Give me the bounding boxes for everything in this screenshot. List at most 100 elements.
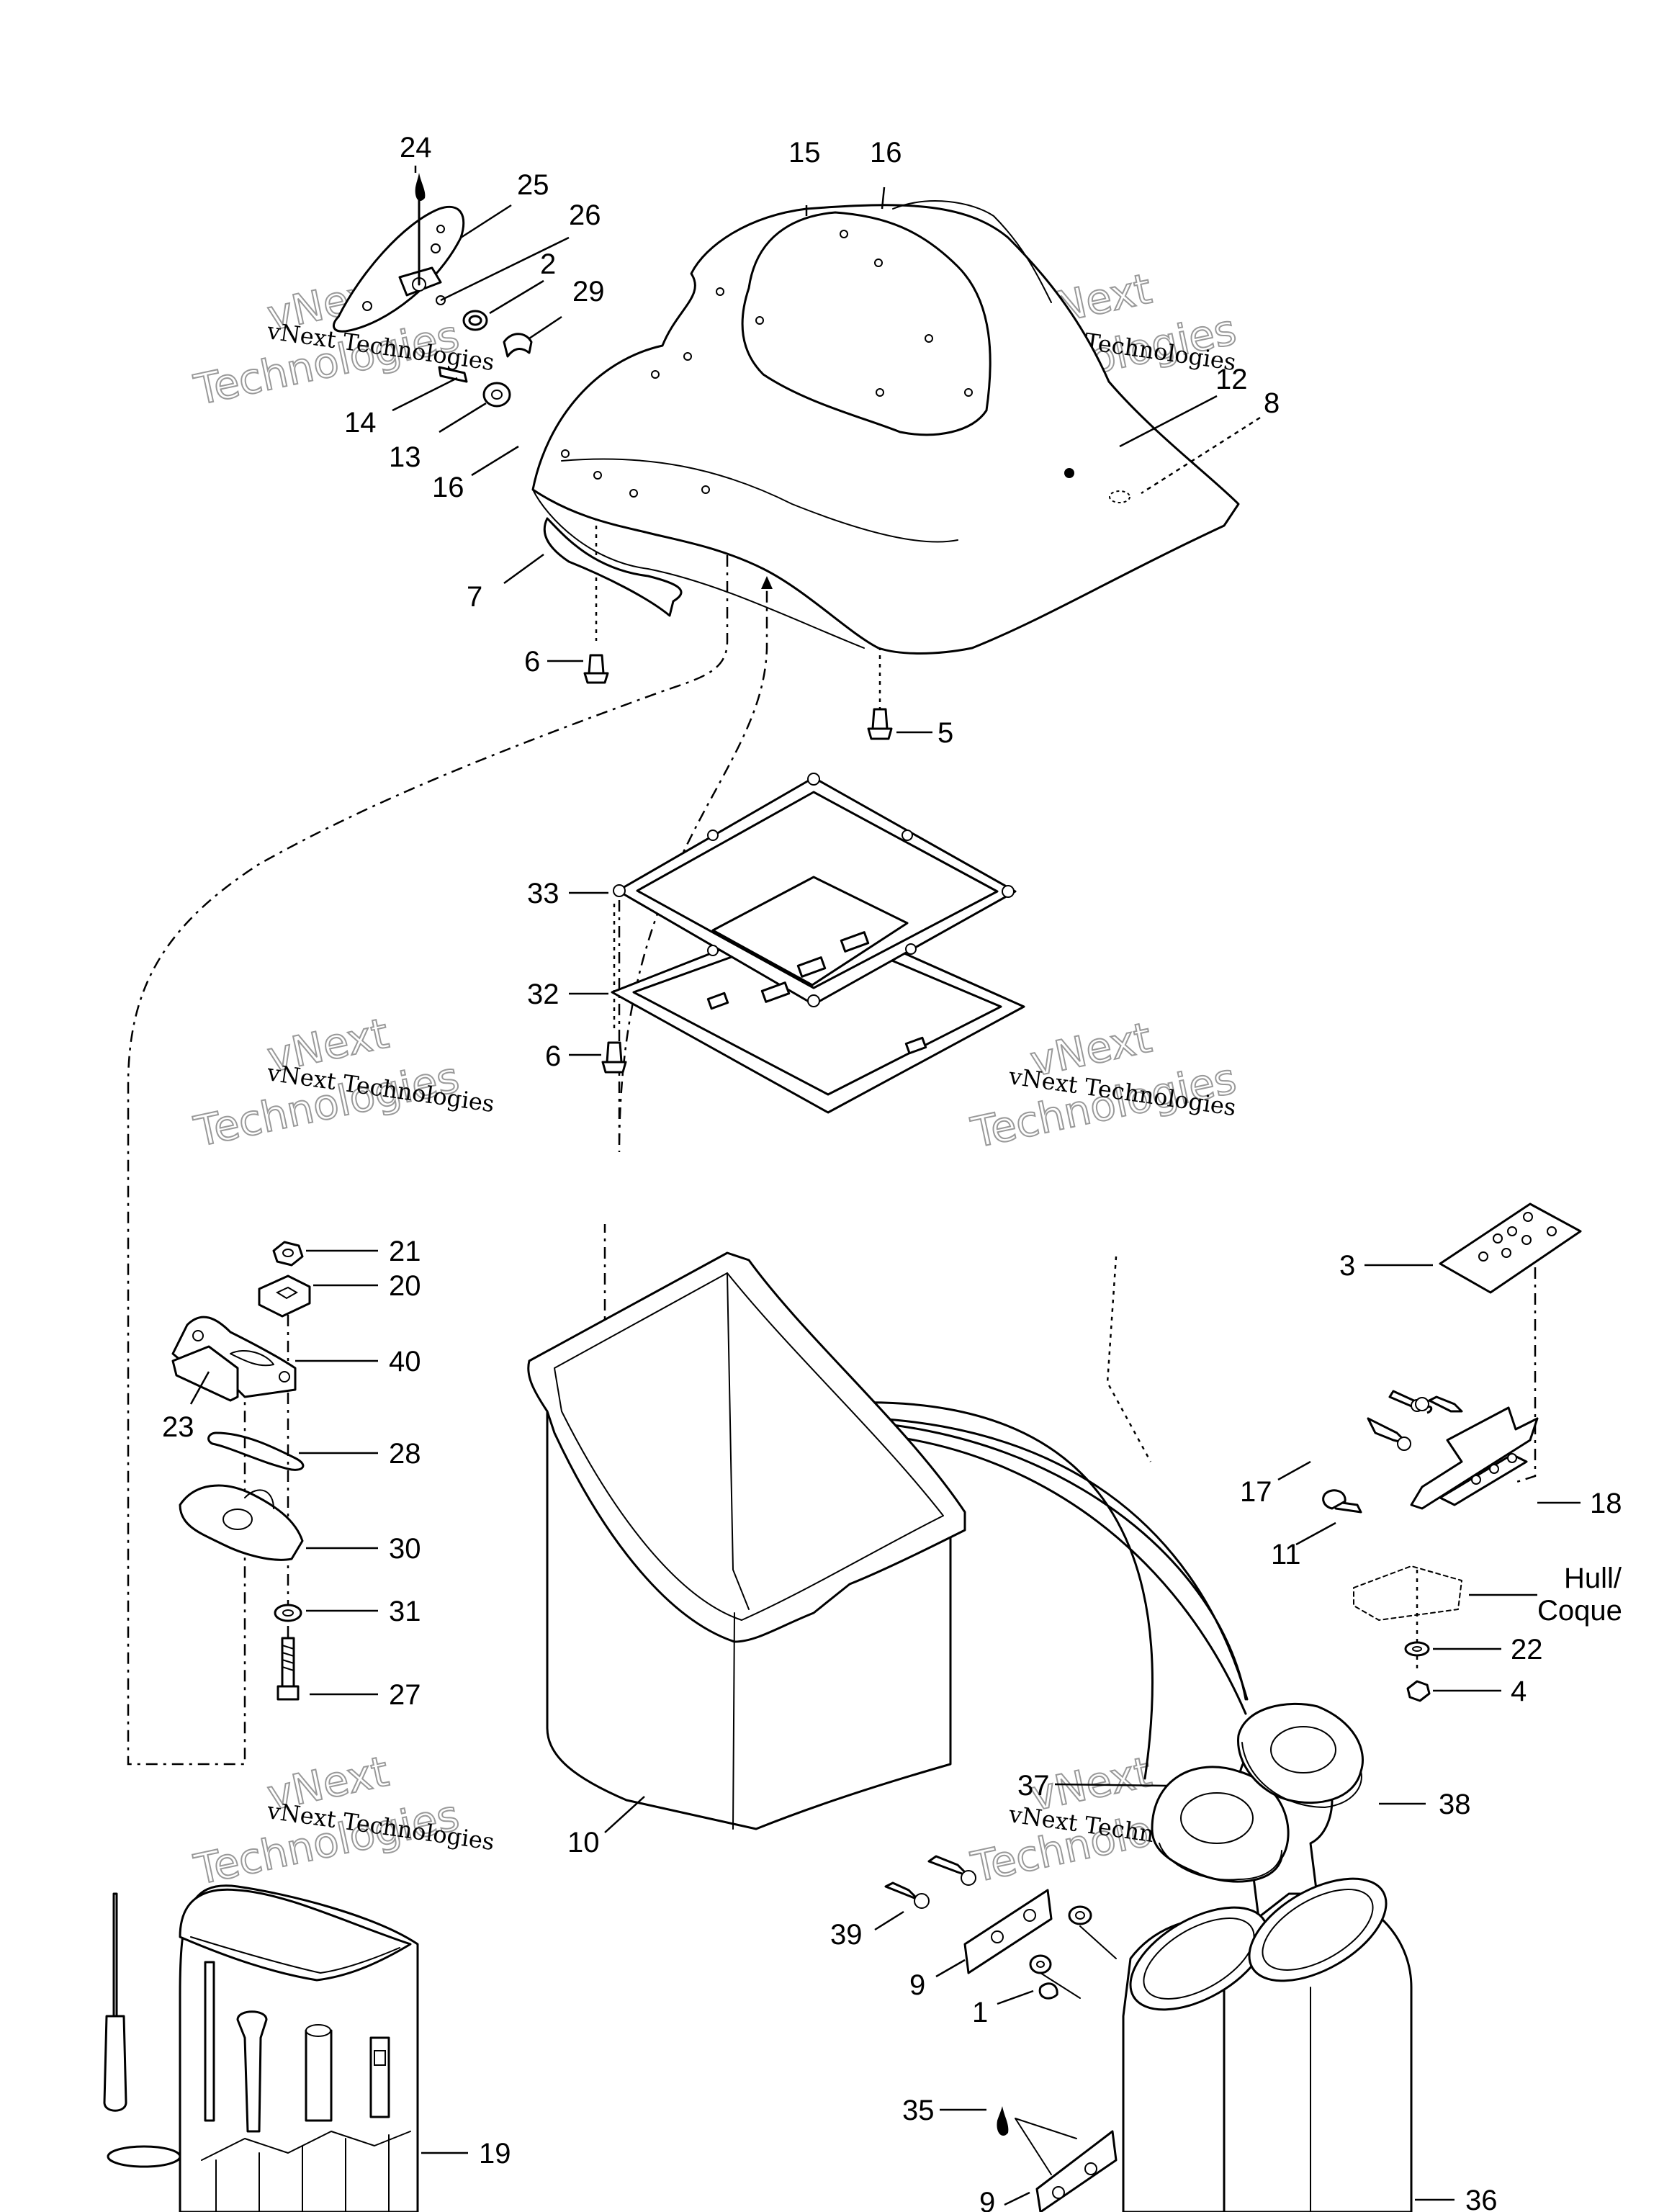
- callout-12: 12: [1215, 364, 1248, 395]
- tool-pouch-flap-stitch: [190, 1936, 400, 1974]
- screwdriver-handle: [103, 2015, 127, 2112]
- hull-label-line1: Hull/: [1564, 1563, 1622, 1594]
- callout-2: 2: [540, 248, 556, 280]
- leader-lines: [189, 166, 1581, 2206]
- hinge-18-knuckle: [1439, 1453, 1528, 1506]
- latch-plate-hole: [279, 1371, 290, 1382]
- hinge-assembly: [1322, 1202, 1582, 1702]
- socket-wrench-top: [305, 2024, 331, 2037]
- plate-9-hole: [991, 1930, 1004, 1943]
- seat-hole: [561, 449, 570, 458]
- tool-slot: [204, 1961, 215, 2122]
- screw-6-bottom: [601, 1041, 627, 1074]
- callout-9a: 9: [909, 1969, 925, 2001]
- seat-lock-parts: [333, 173, 533, 408]
- callout-36: 36: [1465, 2185, 1498, 2212]
- callout-28: 28: [389, 1438, 421, 1470]
- seat-hole: [716, 287, 724, 296]
- leader-7: [503, 553, 544, 585]
- washer-22-hole: [1412, 1646, 1422, 1652]
- callout-1: 1: [972, 1997, 988, 2028]
- leader-39: [874, 1910, 904, 1931]
- gasket-32-tab: [706, 992, 729, 1010]
- tool-pouch-seams: [215, 2134, 390, 2212]
- screw-6-top: [583, 654, 609, 684]
- callout-15: 15: [788, 137, 821, 168]
- screw-11-head: [1322, 1489, 1346, 1510]
- leader-1: [997, 1990, 1034, 2005]
- seat-hole: [593, 471, 602, 480]
- leader-9a: [935, 1959, 966, 1978]
- seat-hole: [876, 388, 884, 397]
- callout-35: 35: [902, 2095, 935, 2126]
- washer-1: [1038, 1982, 1058, 2000]
- callout-16a: 16: [432, 472, 464, 503]
- gasket-hole: [707, 945, 719, 956]
- seat-hole: [683, 352, 692, 361]
- callout-21: 21: [389, 1236, 421, 1267]
- hinge-plate-hole: [1521, 1235, 1532, 1245]
- nut-4: [1406, 1680, 1431, 1702]
- gasket-assembly: [611, 773, 1025, 1114]
- callout-37: 37: [1017, 1770, 1050, 1802]
- seat-cushion: [531, 204, 1240, 655]
- rivet-39-a-head: [914, 1893, 930, 1909]
- callout-10: 10: [567, 1827, 600, 1858]
- callout-6a: 6: [524, 646, 540, 678]
- callout-40: 40: [389, 1346, 421, 1377]
- leader-14: [392, 377, 458, 412]
- leader-9b: [1004, 2191, 1030, 2206]
- leader-23: [189, 1371, 210, 1405]
- cup-holder-inner-left: [1143, 1917, 1255, 2000]
- cup-holder-assembly: [884, 1702, 1413, 2212]
- seat-contour-line: [561, 458, 958, 543]
- gasket-33-center-frame: [711, 876, 909, 986]
- bushing-hole: [468, 315, 482, 326]
- hinge-18: [1410, 1406, 1539, 1510]
- callout-20: 20: [389, 1270, 421, 1302]
- screwdriver-shaft: [112, 1892, 118, 2018]
- callout-17: 17: [1240, 1476, 1272, 1508]
- seat-hole: [964, 388, 973, 397]
- gasket-hole: [807, 994, 820, 1007]
- leader-13: [439, 402, 487, 433]
- gasket-33-tab: [840, 931, 870, 953]
- leader-37: [1054, 1783, 1167, 1787]
- hose-line-3: [762, 1401, 1154, 1780]
- tool-pouch-flap: [179, 1888, 412, 1982]
- seat-trim-strip: [543, 517, 683, 617]
- leader-11: [1295, 1521, 1336, 1546]
- callout-11: 11: [1271, 1539, 1301, 1570]
- plate-9-bottom-hole: [1084, 2162, 1097, 2175]
- cap-37-edge: [1159, 1843, 1282, 1881]
- storage-bin-edge: [732, 1612, 735, 1830]
- hinge-plate-hole: [1478, 1251, 1488, 1262]
- callout-19: 19: [479, 2138, 511, 2170]
- gasket-hole: [902, 830, 913, 841]
- cap-38-opening: [1270, 1726, 1336, 1773]
- hinge-plate-3: [1439, 1202, 1582, 1294]
- storage-bin-inner-rim: [554, 1272, 944, 1621]
- socket-wrench: [305, 2029, 333, 2122]
- leader-26: [440, 236, 570, 302]
- tool-kit: [103, 1884, 419, 2212]
- seat-hole: [925, 334, 933, 343]
- callout-9b: 9: [979, 2187, 995, 2212]
- leader-16b: [881, 186, 886, 210]
- callout-7: 7: [467, 581, 482, 613]
- rivet-17-c-head: [1415, 1397, 1429, 1411]
- callout-38: 38: [1439, 1789, 1471, 1820]
- callout-5: 5: [938, 717, 953, 749]
- seat-upper-panel: [741, 211, 992, 436]
- wrench: [236, 2010, 268, 2133]
- rivet-17-b-head: [1397, 1437, 1411, 1451]
- clip: [503, 333, 533, 358]
- seat-marker-dot: [1064, 468, 1074, 478]
- gasket-hole: [707, 830, 719, 841]
- latch-hook: [171, 1345, 239, 1402]
- callout-6b: 6: [545, 1040, 561, 1072]
- leader-17: [1277, 1460, 1311, 1481]
- nut-hole: [282, 1249, 294, 1257]
- seat-assembly: [531, 200, 1240, 655]
